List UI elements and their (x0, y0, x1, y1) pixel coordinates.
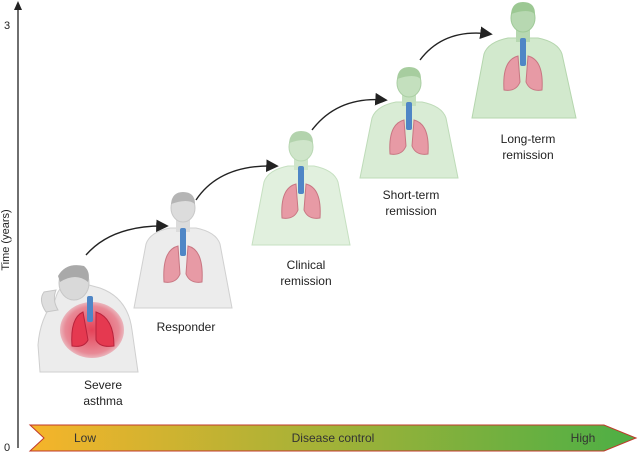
trachea (406, 102, 412, 130)
arrow-1 (85, 219, 169, 256)
arrow-2 (195, 159, 279, 201)
lung-left (281, 183, 299, 219)
hair (511, 2, 535, 14)
body (471, 37, 577, 119)
arm (40, 289, 59, 313)
label-clinical-remission-line1: Clinical (287, 258, 326, 272)
hair (58, 265, 89, 282)
y-axis: 3 0 Time (years) (0, 1, 22, 454)
figure-severe-asthma (37, 265, 139, 373)
y-axis-label: Time (years) (0, 209, 12, 270)
trachea (298, 166, 304, 194)
arrow-4 (419, 26, 493, 61)
label-short-term-remission-line2: remission (385, 204, 436, 218)
control-center-label: Disease control (292, 431, 375, 445)
hair (289, 131, 313, 143)
label-short-term-remission-line1: Short-term (383, 188, 440, 202)
control-low-label: Low (74, 431, 96, 445)
trachea (87, 296, 93, 322)
label-long-term-remission-line2: remission (502, 148, 553, 162)
trachea (180, 228, 186, 256)
lung-right (411, 119, 429, 155)
label-severe-asthma-line1: Severe (84, 378, 122, 392)
control-high-label: High (571, 431, 596, 445)
label-responder: Responder (157, 320, 216, 334)
lung-left (389, 119, 407, 155)
figure-clinical-remission (251, 131, 351, 246)
hair (397, 67, 421, 79)
lung-right (185, 245, 203, 283)
label-clinical-remission-line2: remission (280, 274, 331, 288)
lung-right (303, 183, 321, 219)
hair (171, 192, 195, 204)
control-arrow-shape (28, 424, 638, 452)
body (251, 165, 351, 246)
label-severe-asthma-line2: asthma (83, 394, 123, 408)
body (359, 101, 459, 179)
lung-right (95, 311, 115, 347)
figure-long-term-remission (471, 2, 577, 119)
figure-responder (133, 192, 233, 309)
body (133, 227, 233, 309)
y-axis-arrow-icon (14, 1, 22, 10)
lung-left (71, 311, 89, 347)
arrow-3 (311, 92, 388, 131)
disease-control-bar: Low Disease control High (28, 424, 638, 452)
lung-left (503, 55, 521, 91)
progress-arrows (85, 26, 493, 256)
lung-left (163, 245, 181, 283)
figure-short-term-remission (359, 67, 459, 179)
label-long-term-remission-line1: Long-term (501, 132, 556, 146)
lung-right (525, 55, 543, 91)
y-tick-3: 3 (4, 20, 10, 32)
y-tick-0: 0 (4, 442, 10, 454)
trachea (520, 38, 526, 66)
